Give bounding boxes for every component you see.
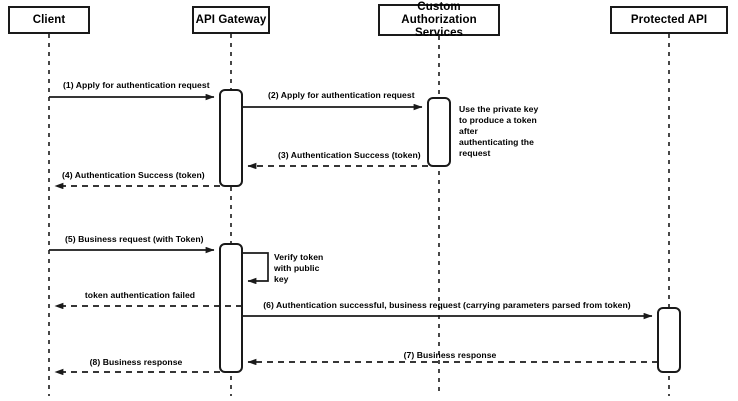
message-label-4: (4) Authentication Success (token) bbox=[62, 170, 205, 180]
message-label-2: (2) Apply for authentication request bbox=[268, 90, 415, 100]
message-label-3: (3) Authentication Success (token) bbox=[278, 150, 421, 160]
lifeline-label-custom-authorization-services: Custom Authorization Services bbox=[401, 0, 477, 39]
activation-protected-api-business bbox=[657, 307, 681, 373]
message-label-self-verify-token: Verify token with public key bbox=[274, 252, 324, 284]
lifeline-header-api-gateway[interactable]: API Gateway bbox=[192, 6, 270, 34]
message-label-1: (1) Apply for authentication request bbox=[63, 80, 210, 90]
activation-gateway-auth bbox=[219, 89, 243, 187]
lifeline-label-protected-api: Protected API bbox=[630, 13, 708, 26]
lifeline-header-protected-api[interactable]: Protected API bbox=[610, 6, 728, 34]
lifeline-header-client[interactable]: Client bbox=[8, 6, 90, 34]
message-arrow-self-verify-token bbox=[242, 252, 269, 285]
message-label-7: (7) Business response bbox=[403, 350, 497, 360]
note-private-key: Use the private key to produce a token a… bbox=[459, 104, 539, 158]
message-label-5: (5) Business request (with Token) bbox=[65, 234, 204, 244]
message-label-token-authentication-failed: token authentication failed bbox=[84, 290, 196, 300]
lifeline-header-custom-authorization-services[interactable]: Custom Authorization Services bbox=[378, 1, 500, 39]
activation-gateway-business bbox=[219, 243, 243, 373]
message-label-6: (6) Authentication successful, business … bbox=[263, 300, 631, 310]
lifeline-lines bbox=[48, 34, 670, 396]
message-label-8: (8) Business response bbox=[89, 357, 183, 367]
lifeline-label-client: Client bbox=[32, 13, 66, 26]
activation-auth-service bbox=[427, 97, 451, 167]
lifeline-label-api-gateway: API Gateway bbox=[195, 13, 267, 26]
activation-bars bbox=[219, 89, 681, 373]
